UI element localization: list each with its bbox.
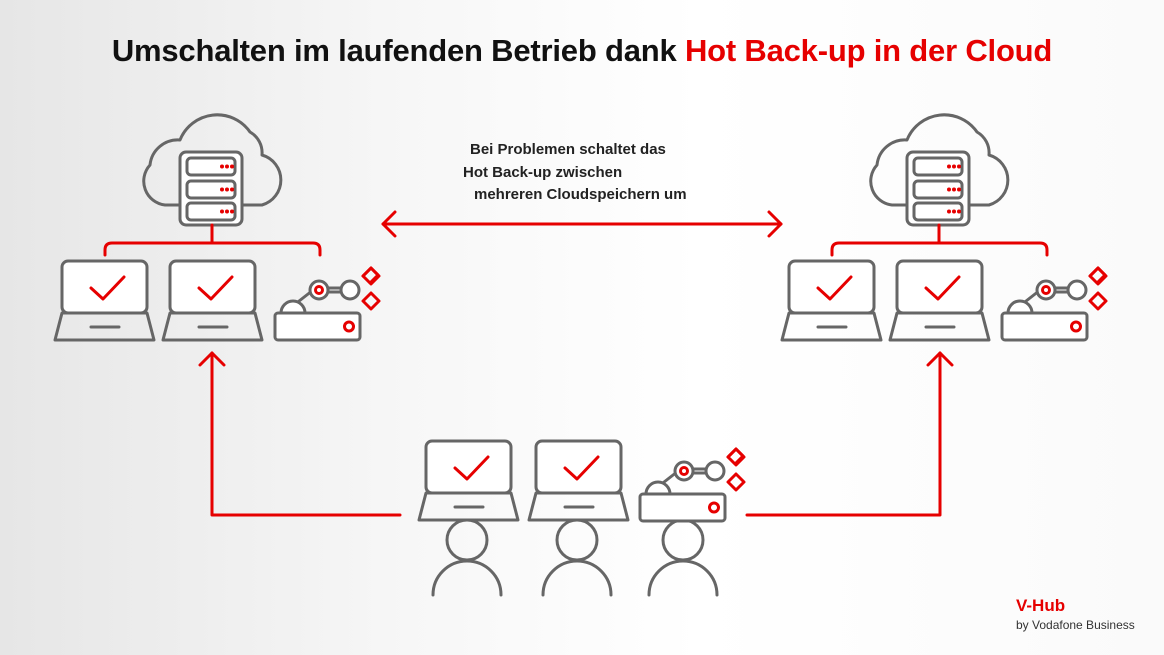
person-icon [647,518,719,597]
cloud-server-icon [830,113,1049,257]
robot-arm-icon [1000,266,1108,342]
robot-arm-icon [638,447,746,523]
title-highlight: Hot Back-up in der Cloud [684,33,1053,68]
note-line-3: mehreren Cloudspeichern um [474,186,687,203]
double-arrow-icon [381,210,783,238]
laptop-icon [888,259,991,342]
laptop-icon [780,259,883,342]
laptop-icon [161,259,264,342]
left-site [53,113,381,342]
right-site [780,113,1108,342]
robot-arm-icon [273,266,381,342]
arrow-up-left-icon [198,351,402,517]
title-text: Umschalten im laufenden Betrieb dank [111,33,685,68]
person-icon [541,518,613,597]
logo-subtitle: by Vodafone Business [1016,618,1135,632]
note-line-2: Hot Back-up zwischen [463,164,623,181]
users-site [417,439,746,597]
note-line-1: Bei Problemen schaltet das [470,141,666,158]
page-title: Umschalten im laufenden Betrieb dank Hot… [0,33,1164,69]
person-icon [431,518,503,597]
laptop-icon [527,439,630,522]
arrow-up-right-icon [745,351,954,517]
cloud-server-icon [103,113,322,257]
logo-name: V-Hub [1016,596,1066,615]
laptop-icon [417,439,520,522]
laptop-icon [53,259,156,342]
